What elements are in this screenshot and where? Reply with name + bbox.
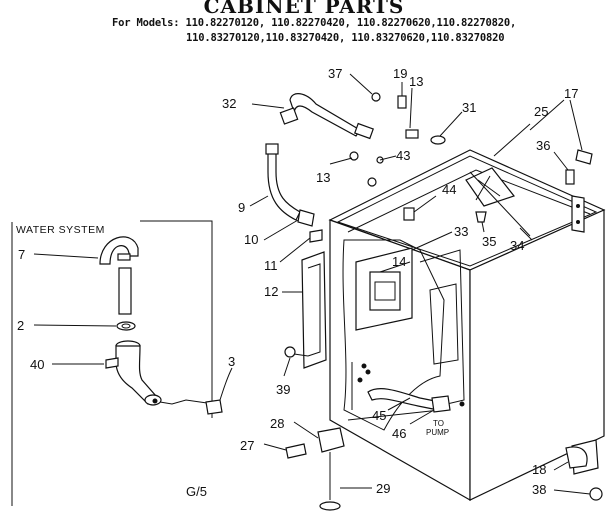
callout-11: 11 [264, 258, 278, 273]
callout-40: 40 [30, 357, 44, 372]
model-number: 110.82270420, [271, 17, 351, 29]
callout-45: 45 [372, 408, 386, 423]
callout-10: 10 [244, 232, 258, 247]
callout-32: 32 [222, 96, 236, 111]
to-pump-label-line-1: TO [433, 419, 444, 428]
callout-19: 19 [393, 66, 407, 81]
callout-13-top: 13 [409, 74, 423, 89]
callout-18: 18 [532, 462, 546, 477]
callout-25: 25 [534, 104, 548, 119]
to-pump-label-line-2: PUMP [426, 428, 449, 437]
model-number: 110.83270120, [186, 32, 266, 44]
inlet-tube-part [118, 267, 132, 315]
callout-27: 27 [240, 438, 254, 453]
model-list-line-1: For Models: 110.82270120, 110.82270420, … [112, 17, 516, 29]
callout-34: 34 [510, 238, 524, 253]
callout-3: 3 [228, 354, 235, 369]
callout-14: 14 [392, 254, 406, 269]
callout-43: 43 [396, 148, 410, 163]
callout-35: 35 [482, 234, 496, 249]
callout-labels: 32 37 19 13 31 43 13 9 10 11 12 39 17 25… [186, 66, 578, 499]
cabinet-body-part [328, 149, 606, 502]
hose-coupling-part [117, 253, 131, 261]
clamp-part [205, 399, 223, 415]
callout-44: 44 [442, 182, 456, 197]
callout-2: 2 [17, 318, 24, 333]
left-side-parts [265, 92, 603, 511]
callout-13-left: 13 [316, 170, 330, 185]
callout-46: 46 [392, 426, 406, 441]
models-label: For Models: [112, 17, 180, 29]
inset-title: WATER SYSTEM [16, 224, 105, 236]
callout-9: 9 [238, 200, 245, 215]
callout-17: 17 [564, 86, 578, 101]
footer-page-code: G/5 [186, 484, 207, 499]
callout-12: 12 [264, 284, 278, 299]
model-number: 110.83270820 [430, 32, 505, 44]
water-system-inset: WATER SYSTEM 7 2 4 [11, 220, 235, 506]
callout-39: 39 [276, 382, 290, 397]
hook-hose-part [99, 236, 139, 265]
model-number: 110.82270120, [185, 17, 266, 29]
ring-part [116, 321, 136, 331]
callout-37: 37 [328, 66, 342, 81]
callout-38: 38 [532, 482, 546, 497]
model-number: 110.82270620, [356, 17, 437, 29]
diagram-title: CABINET PARTS [203, 0, 405, 18]
leader-lines [249, 73, 591, 495]
model-list-line-2: 110.83270120,110.83270420, 110.83270620,… [186, 32, 505, 44]
model-number: 110.83270420, [265, 32, 346, 44]
model-number: 110.82270820, [436, 17, 517, 29]
callout-33: 33 [454, 224, 468, 239]
callout-31: 31 [462, 100, 476, 115]
model-number: 110.83270620, [351, 32, 431, 44]
callout-7: 7 [18, 247, 25, 262]
callout-36: 36 [536, 138, 550, 153]
callout-29: 29 [376, 481, 390, 496]
callout-28: 28 [270, 416, 284, 431]
